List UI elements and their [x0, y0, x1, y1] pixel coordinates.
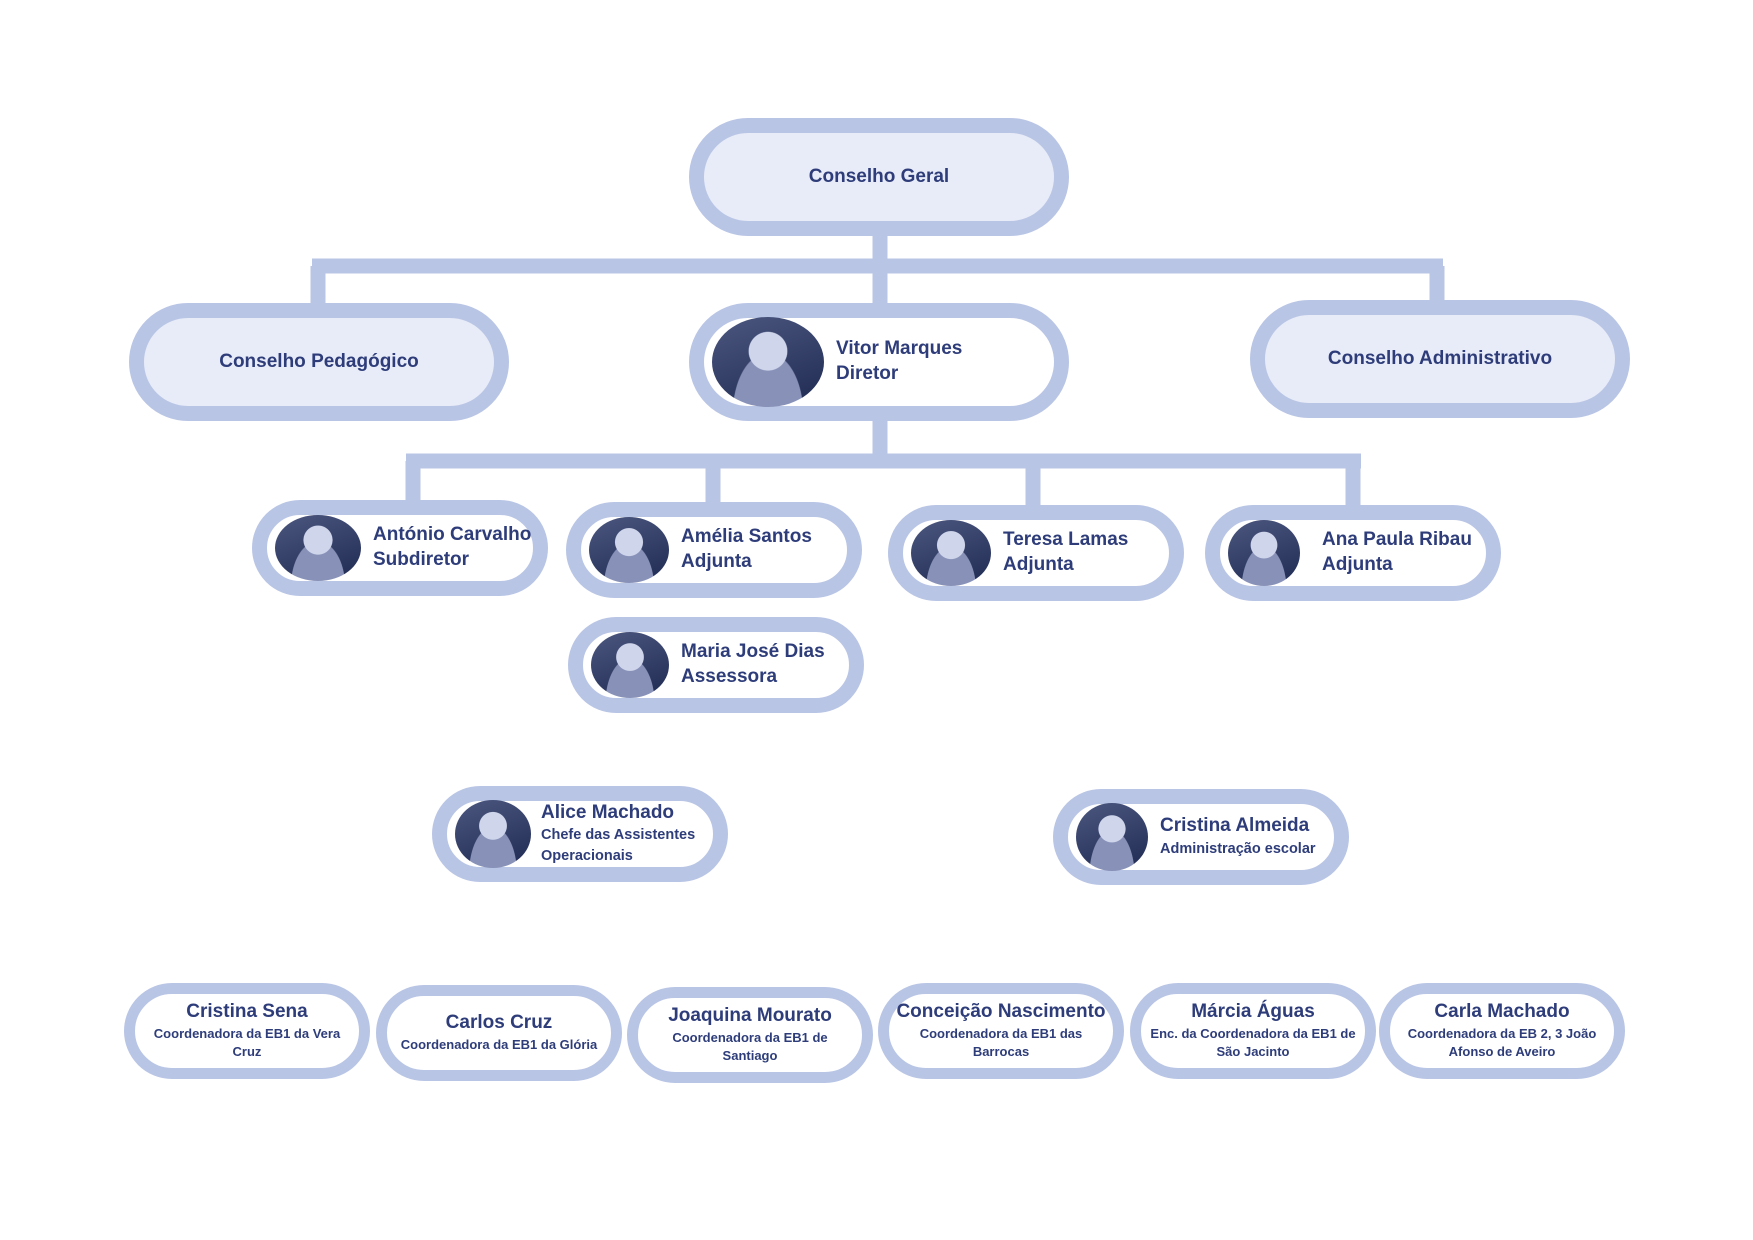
diretor-node[interactable]: Vitor Marques Diretor [689, 303, 1069, 421]
conselho-administrativo-node[interactable]: Conselho Administrativo [1250, 300, 1630, 418]
direction-member-node[interactable]: Teresa Lamas Adjunta [888, 505, 1184, 601]
direction-member-role: Subdiretor [373, 549, 470, 570]
assessora-node[interactable]: Maria José Dias Assessora [568, 617, 864, 713]
direction-member-role: Adjunta [681, 551, 752, 572]
direction-member-name: Amélia Santos [681, 526, 812, 548]
direction-member-node[interactable]: Ana Paula Ribau Adjunta [1205, 505, 1501, 601]
direction-member-avatar [1228, 520, 1300, 586]
coordinator-role: Coordenadora da EB1 da Vera Cruz [153, 1025, 341, 1059]
coordinator-name: Carlos Cruz [445, 1011, 553, 1033]
conselho-geral-label: Conselho Geral [808, 166, 950, 187]
conselho-geral-node[interactable]: Conselho Geral [689, 118, 1069, 236]
cristina-almeida-node[interactable]: Cristina Almeida Administração escolar [1053, 789, 1349, 885]
cristina-almeida-role: Administração escolar [1160, 840, 1316, 857]
alice-machado-name: Alice Machado [541, 801, 675, 823]
direction-member-avatar [911, 520, 991, 586]
coordinator-name: Márcia Águas [1191, 1000, 1315, 1022]
coordinator-node[interactable]: Carlos Cruz Coordenadora da EB1 da Glóri… [376, 985, 622, 1081]
direction-member-role: Adjunta [1003, 554, 1074, 575]
coordinator-role: Coordenadora da EB 2, 3 João Afonso de A… [1407, 1025, 1597, 1059]
alice-machado-node[interactable]: Alice Machado Chefe das Assistentes Oper… [432, 786, 728, 882]
alice-machado-role: Chefe das Assistentes Operacionais [541, 827, 696, 865]
cristina-almeida-name: Cristina Almeida [1160, 815, 1310, 837]
cristina-almeida-avatar [1076, 803, 1148, 871]
diretor-role: Diretor [836, 363, 899, 384]
coordinator-node[interactable]: Carla Machado Coordenadora da EB 2, 3 Jo… [1379, 983, 1625, 1079]
conselho-pedagogico-label: Conselho Pedagógico [219, 351, 419, 372]
coordinator-node[interactable]: Cristina Sena Coordenadora da EB1 da Ver… [124, 983, 370, 1079]
direction-member-name: Ana Paula Ribau [1322, 529, 1472, 551]
direction-member-name: Teresa Lamas [1003, 529, 1129, 551]
coordinator-role: Coordenadora da EB1 de Santiago [672, 1029, 828, 1063]
assessora-name: Maria José Dias [681, 641, 825, 663]
coordinator-node[interactable]: Conceição Nascimento Coordenadora da EB1… [878, 983, 1124, 1079]
conselho-pedagogico-node[interactable]: Conselho Pedagógico [129, 303, 509, 421]
coordinator-role: Coordenadora da EB1 da Glória [400, 1036, 598, 1052]
coordinator-role: Enc. da Coordenadora da EB1 de São Jacin… [1150, 1025, 1356, 1059]
direction-member-node[interactable]: Amélia Santos Adjunta [566, 502, 862, 598]
assessora-role: Assessora [681, 666, 778, 687]
direction-member-node[interactable]: António Carvalho Subdiretor [252, 500, 548, 596]
coordinator-node[interactable]: Joaquina Mourato Coordenadora da EB1 de … [627, 987, 873, 1083]
diretor-name: Vitor Marques [836, 338, 963, 360]
coordinator-name: Cristina Sena [186, 1000, 308, 1022]
coordinator-role: Coordenadora da EB1 das Barrocas [919, 1025, 1083, 1059]
conselho-administrativo-label: Conselho Administrativo [1327, 348, 1553, 369]
assessora-avatar [591, 632, 669, 698]
coordinator-name: Carla Machado [1434, 1000, 1570, 1022]
direction-member-name: António Carvalho [373, 524, 532, 546]
alice-machado-avatar [455, 800, 531, 868]
coordinator-node[interactable]: Márcia Águas Enc. da Coordenadora da EB1… [1130, 983, 1376, 1079]
direction-member-role: Adjunta [1322, 554, 1393, 575]
coordinator-name: Joaquina Mourato [668, 1004, 832, 1026]
direction-member-avatar [589, 517, 669, 583]
coordinator-name: Conceição Nascimento [896, 1000, 1106, 1022]
direction-member-avatar [275, 515, 361, 581]
diretor-avatar [712, 317, 824, 407]
